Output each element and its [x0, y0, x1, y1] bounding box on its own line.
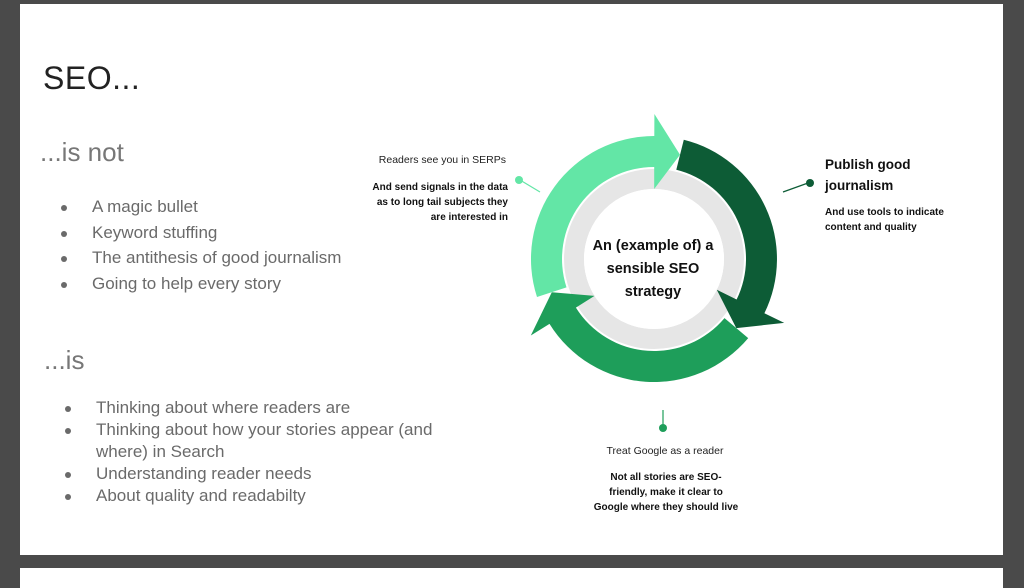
is-not-heading: ...is not	[40, 137, 124, 167]
connector-dot-publish	[806, 179, 814, 187]
cycle-arrow-publish	[676, 139, 785, 329]
stage-detail-treat-google: Not all stories are SEO-friendly, make i…	[593, 472, 739, 513]
stage-detail-readers: And send signals in the data as to long …	[372, 182, 508, 223]
is-list: Thinking about where readers are Thinkin…	[62, 397, 462, 507]
cycle-center-label: An (example of) a sensible SEO strategy	[592, 238, 714, 300]
list-item: The antithesis of good journalism	[58, 247, 438, 269]
stage-title-publish: Publish good journalism	[825, 157, 911, 193]
connector-dot-treat-google	[659, 424, 667, 432]
is-not-list: A magic bullet Keyword stuffing The anti…	[58, 196, 438, 298]
list-item: A magic bullet	[58, 196, 438, 218]
connector-publish	[782, 182, 809, 193]
list-item: Thinking about how your stories appear (…	[62, 419, 462, 463]
list-item: About quality and readabilty	[62, 485, 462, 507]
connector-readers	[519, 179, 541, 193]
slide	[20, 4, 1003, 555]
list-item: Going to help every story	[58, 273, 438, 295]
inner-ring	[564, 169, 744, 349]
stage-title-treat-google: Treat Google as a reader	[606, 445, 724, 457]
list-item: Thinking about where readers are	[62, 397, 462, 419]
cycle-arrow-readers	[530, 114, 680, 297]
connector-dot-readers	[515, 176, 523, 184]
slide-title: SEO...	[43, 60, 141, 96]
list-item: Understanding reader needs	[62, 463, 462, 485]
seo-cycle-diagram	[515, 114, 814, 432]
center-circle	[584, 189, 724, 329]
cycle-arrow-treat-google	[530, 292, 749, 383]
stage-title-readers: Readers see you in SERPs	[378, 154, 506, 166]
is-heading: ...is	[44, 345, 85, 375]
list-item: Keyword stuffing	[58, 222, 438, 244]
stage-detail-publish: And use tools to indicate content and qu…	[825, 207, 944, 233]
